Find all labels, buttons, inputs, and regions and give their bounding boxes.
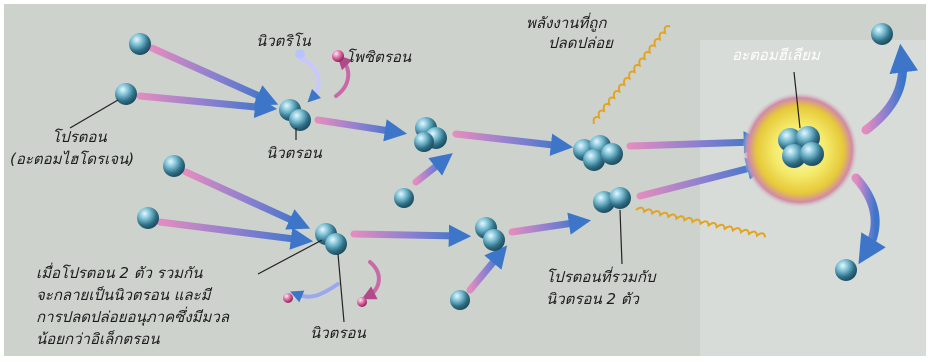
proton-particle	[115, 83, 137, 105]
label-joined-line2: นิวตรอน 2 ตัว	[546, 290, 641, 308]
neutron-particle	[601, 143, 623, 165]
helium-nucleon	[800, 142, 824, 166]
label-helium: อะตอมฮีเลียม	[732, 46, 821, 64]
label-neutron-bottom: นิวตรอน	[310, 324, 366, 342]
label-positron: โพซิตรอน	[346, 48, 412, 66]
label-proton-line2: (อะตอมไฮโดรเจน)	[10, 150, 134, 168]
proton-particle	[871, 23, 893, 45]
label-note-line2: จะกลายเป็นนิวตรอน และมี	[36, 286, 213, 304]
label-note-line3: การปลดปล่อยอนุภาคซึ่งมีมวล	[36, 306, 230, 326]
label-energy-line2: ปลดปล่อย	[548, 34, 614, 52]
proton-particle	[129, 33, 151, 55]
proton-particle	[163, 155, 185, 177]
neutron-particle	[483, 229, 505, 251]
positron-particle	[283, 293, 293, 303]
label-note-line1: เมื่อโปรตอน 2 ตัว รวมกัน	[36, 262, 203, 282]
positron-particle	[357, 297, 367, 307]
label-joined-line1: โปรตอนที่รวมกับ	[546, 266, 657, 286]
label-neutrino: นิวตริโน	[256, 32, 312, 50]
label-energy-line1: พลังงานที่ถูก	[526, 12, 607, 32]
proton-particle	[450, 290, 470, 310]
proton-particle	[289, 109, 311, 131]
proton-particle	[137, 207, 159, 229]
label-neutron-top: นิวตรอน	[266, 144, 322, 162]
proton-particle	[394, 188, 414, 208]
label-proton-line1: โปรตอน	[52, 128, 107, 146]
proton-particle	[609, 187, 631, 209]
positron-particle	[332, 50, 344, 62]
proton-particle	[325, 233, 347, 255]
proton-particle	[835, 259, 857, 281]
label-note-line4: น้อยกว่าอิเล็กตรอน	[36, 330, 160, 348]
neutrino-particle	[295, 49, 305, 59]
proton-particle	[414, 132, 434, 152]
